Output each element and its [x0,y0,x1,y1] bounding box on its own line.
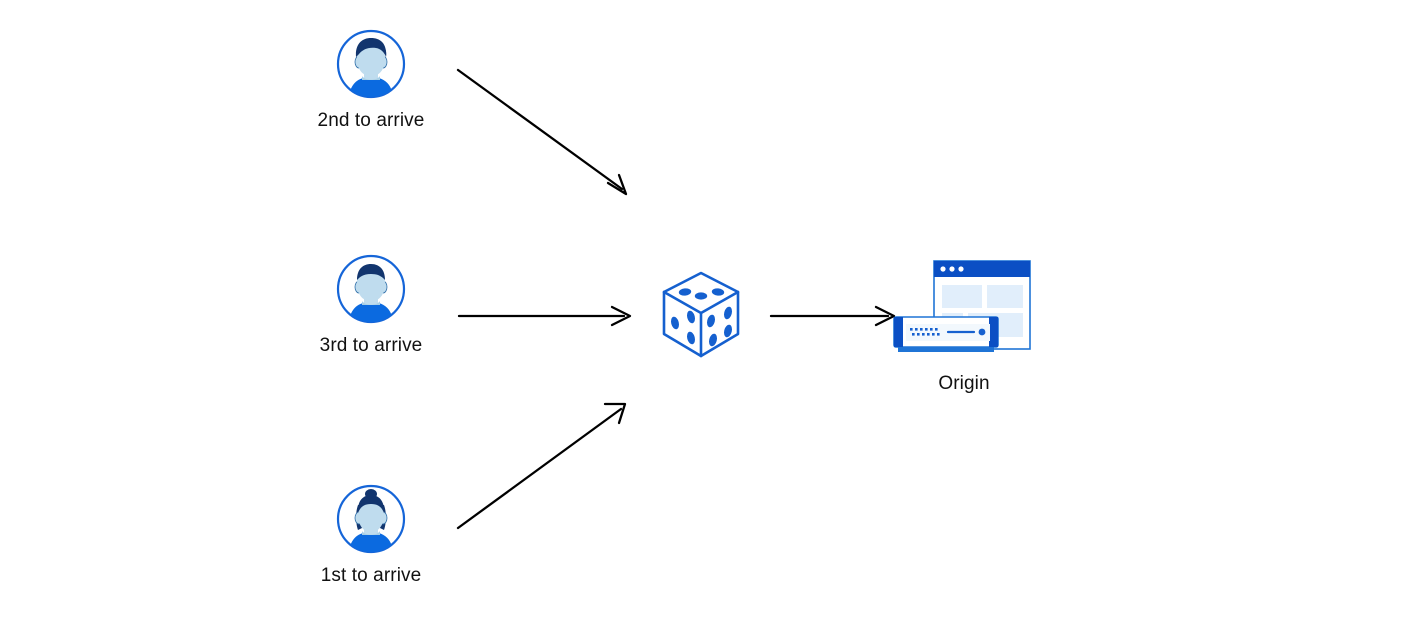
arrow-1st-to-dice [456,402,627,530]
node-client-3rd[interactable]: 3rd to arrive [315,253,427,357]
arrow-3rd-to-dice [457,305,632,327]
user-avatar-icon [335,28,407,100]
client-2nd-label: 2nd to arrive [317,110,425,131]
node-client-2nd[interactable]: 2nd to arrive [315,28,427,132]
user-avatar-icon [335,253,407,325]
user-avatar-icon [335,483,407,555]
server-device-icon [893,316,999,352]
dice-icon [658,268,744,362]
origin-server-icon [890,255,1038,363]
origin-label: Origin [938,373,990,394]
node-client-1st[interactable]: 1st to arrive [315,483,427,587]
client-1st-label: 1st to arrive [320,565,422,586]
node-origin[interactable]: Origin [890,255,1038,395]
node-randomizer[interactable] [658,268,744,362]
arrow-dice-to-origin [769,305,896,327]
client-3rd-label: 3rd to arrive [319,335,423,356]
arrow-2nd-to-dice [456,68,628,196]
